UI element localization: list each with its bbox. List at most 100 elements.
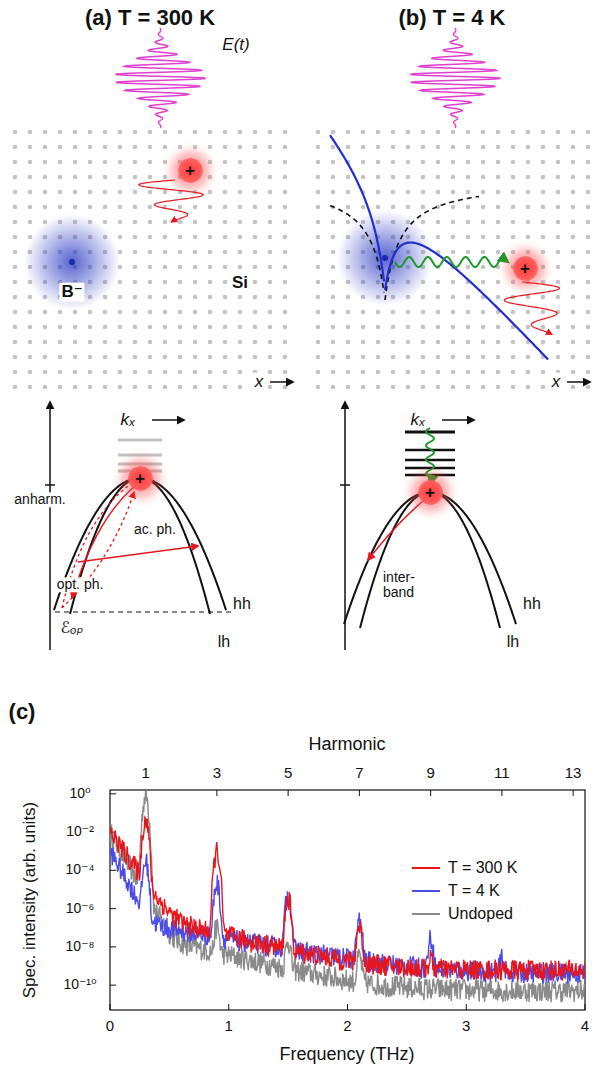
lattice-atom: [391, 130, 396, 135]
lattice-atom: [283, 190, 288, 195]
lattice-atom: [391, 145, 396, 150]
tick: [466, 1004, 467, 1010]
lattice-atom: [268, 265, 273, 270]
lattice-atom: [73, 160, 78, 165]
lattice-atom: [118, 130, 123, 135]
plot-frame: [110, 790, 585, 1010]
lattice-atom: [526, 235, 531, 240]
lattice-atom: [496, 220, 501, 225]
lattice-atom: [43, 130, 48, 135]
lattice-atom: [163, 220, 168, 225]
lattice-atom: [283, 310, 288, 315]
lattice-atom: [526, 205, 531, 210]
lattice-atom: [316, 355, 321, 360]
lattice-atom: [148, 205, 153, 210]
lattice-atom: [451, 130, 456, 135]
lattice-atom: [178, 325, 183, 330]
lattice-atom: [586, 295, 591, 300]
lattice-atom: [451, 295, 456, 300]
lattice-atom: [391, 385, 396, 390]
lattice-atom: [541, 205, 546, 210]
lattice-atom: [133, 130, 138, 135]
lattice-atom: [481, 310, 486, 315]
lattice-atom: [118, 325, 123, 330]
lattice-atom: [421, 340, 426, 345]
lattice-atom: [466, 130, 471, 135]
energy-level: [405, 467, 455, 469]
label: x: [550, 373, 563, 392]
lattice-atom: [526, 355, 531, 360]
lattice-atom: [451, 205, 456, 210]
lattice-atom: [268, 385, 273, 390]
lattice-atom: [283, 295, 288, 300]
lattice-atom: [361, 355, 366, 360]
lattice-atom: [148, 235, 153, 240]
lattice-atom: [88, 385, 93, 390]
lattice-atom: [511, 205, 516, 210]
lattice-atom: [511, 220, 516, 225]
legend-swatch: [412, 867, 440, 869]
tick: [110, 870, 116, 871]
lattice-atom: [58, 355, 63, 360]
lattice-atom: [571, 145, 576, 150]
lattice-atom: [496, 160, 501, 165]
lattice-atom: [133, 190, 138, 195]
lattice-atom: [586, 190, 591, 195]
lattice-atom: [541, 145, 546, 150]
lattice-atom: [163, 340, 168, 345]
lattice-atom: [511, 370, 516, 375]
lattice-atom: [133, 160, 138, 165]
lattice-atom: [28, 130, 33, 135]
tick: [228, 1004, 229, 1010]
lattice-atom: [541, 340, 546, 345]
lattice-atom: [481, 340, 486, 345]
lattice-atom: [586, 325, 591, 330]
label: 11: [494, 765, 510, 782]
lattice-atom: [376, 190, 381, 195]
lattice-atom: [148, 145, 153, 150]
lattice-atom: [223, 190, 228, 195]
lattice-atom: [406, 340, 411, 345]
lattice-atom: [253, 310, 258, 315]
lattice-atom: [253, 325, 258, 330]
lattice-atom: [466, 295, 471, 300]
lattice-atom: [223, 385, 228, 390]
lattice-atom: [496, 250, 501, 255]
lattice-atom: [43, 175, 48, 180]
lattice-atom: [28, 190, 33, 195]
lattice-atom: [88, 175, 93, 180]
lattice-atom: [586, 355, 591, 360]
lattice-atom: [148, 130, 153, 135]
lattice-atom: [496, 205, 501, 210]
lattice-atom: [526, 145, 531, 150]
lattice-atom: [421, 310, 426, 315]
lattice-atom: [43, 310, 48, 315]
lattice-atom: [178, 205, 183, 210]
lattice-atom: [406, 325, 411, 330]
lattice-atom: [208, 265, 213, 270]
lattice-atom: [541, 385, 546, 390]
lattice-atom: [88, 205, 93, 210]
lattice-atom: [421, 175, 426, 180]
lattice-atom: [556, 295, 561, 300]
lattice-atom: [208, 325, 213, 330]
lattice-atom: [466, 370, 471, 375]
lattice-atom: [361, 130, 366, 135]
lattice-atom: [436, 175, 441, 180]
lattice-atom: [208, 190, 213, 195]
lattice-atom: [193, 205, 198, 210]
lattice-atom: [541, 370, 546, 375]
lattice-atom: [451, 145, 456, 150]
heavy-hole-band: [344, 492, 516, 624]
lattice-atom: [253, 280, 258, 285]
lattice-atom: [118, 340, 123, 345]
lattice-atom: [466, 385, 471, 390]
lattice-atom: [421, 355, 426, 360]
lattice-atom: [436, 160, 441, 165]
lattice-atom: [541, 175, 546, 180]
label: inter-band: [383, 570, 427, 601]
k-axis-arrow: [442, 419, 474, 421]
lattice-atom: [103, 340, 108, 345]
lattice-atom: [331, 355, 336, 360]
lattice-atom: [208, 175, 213, 180]
